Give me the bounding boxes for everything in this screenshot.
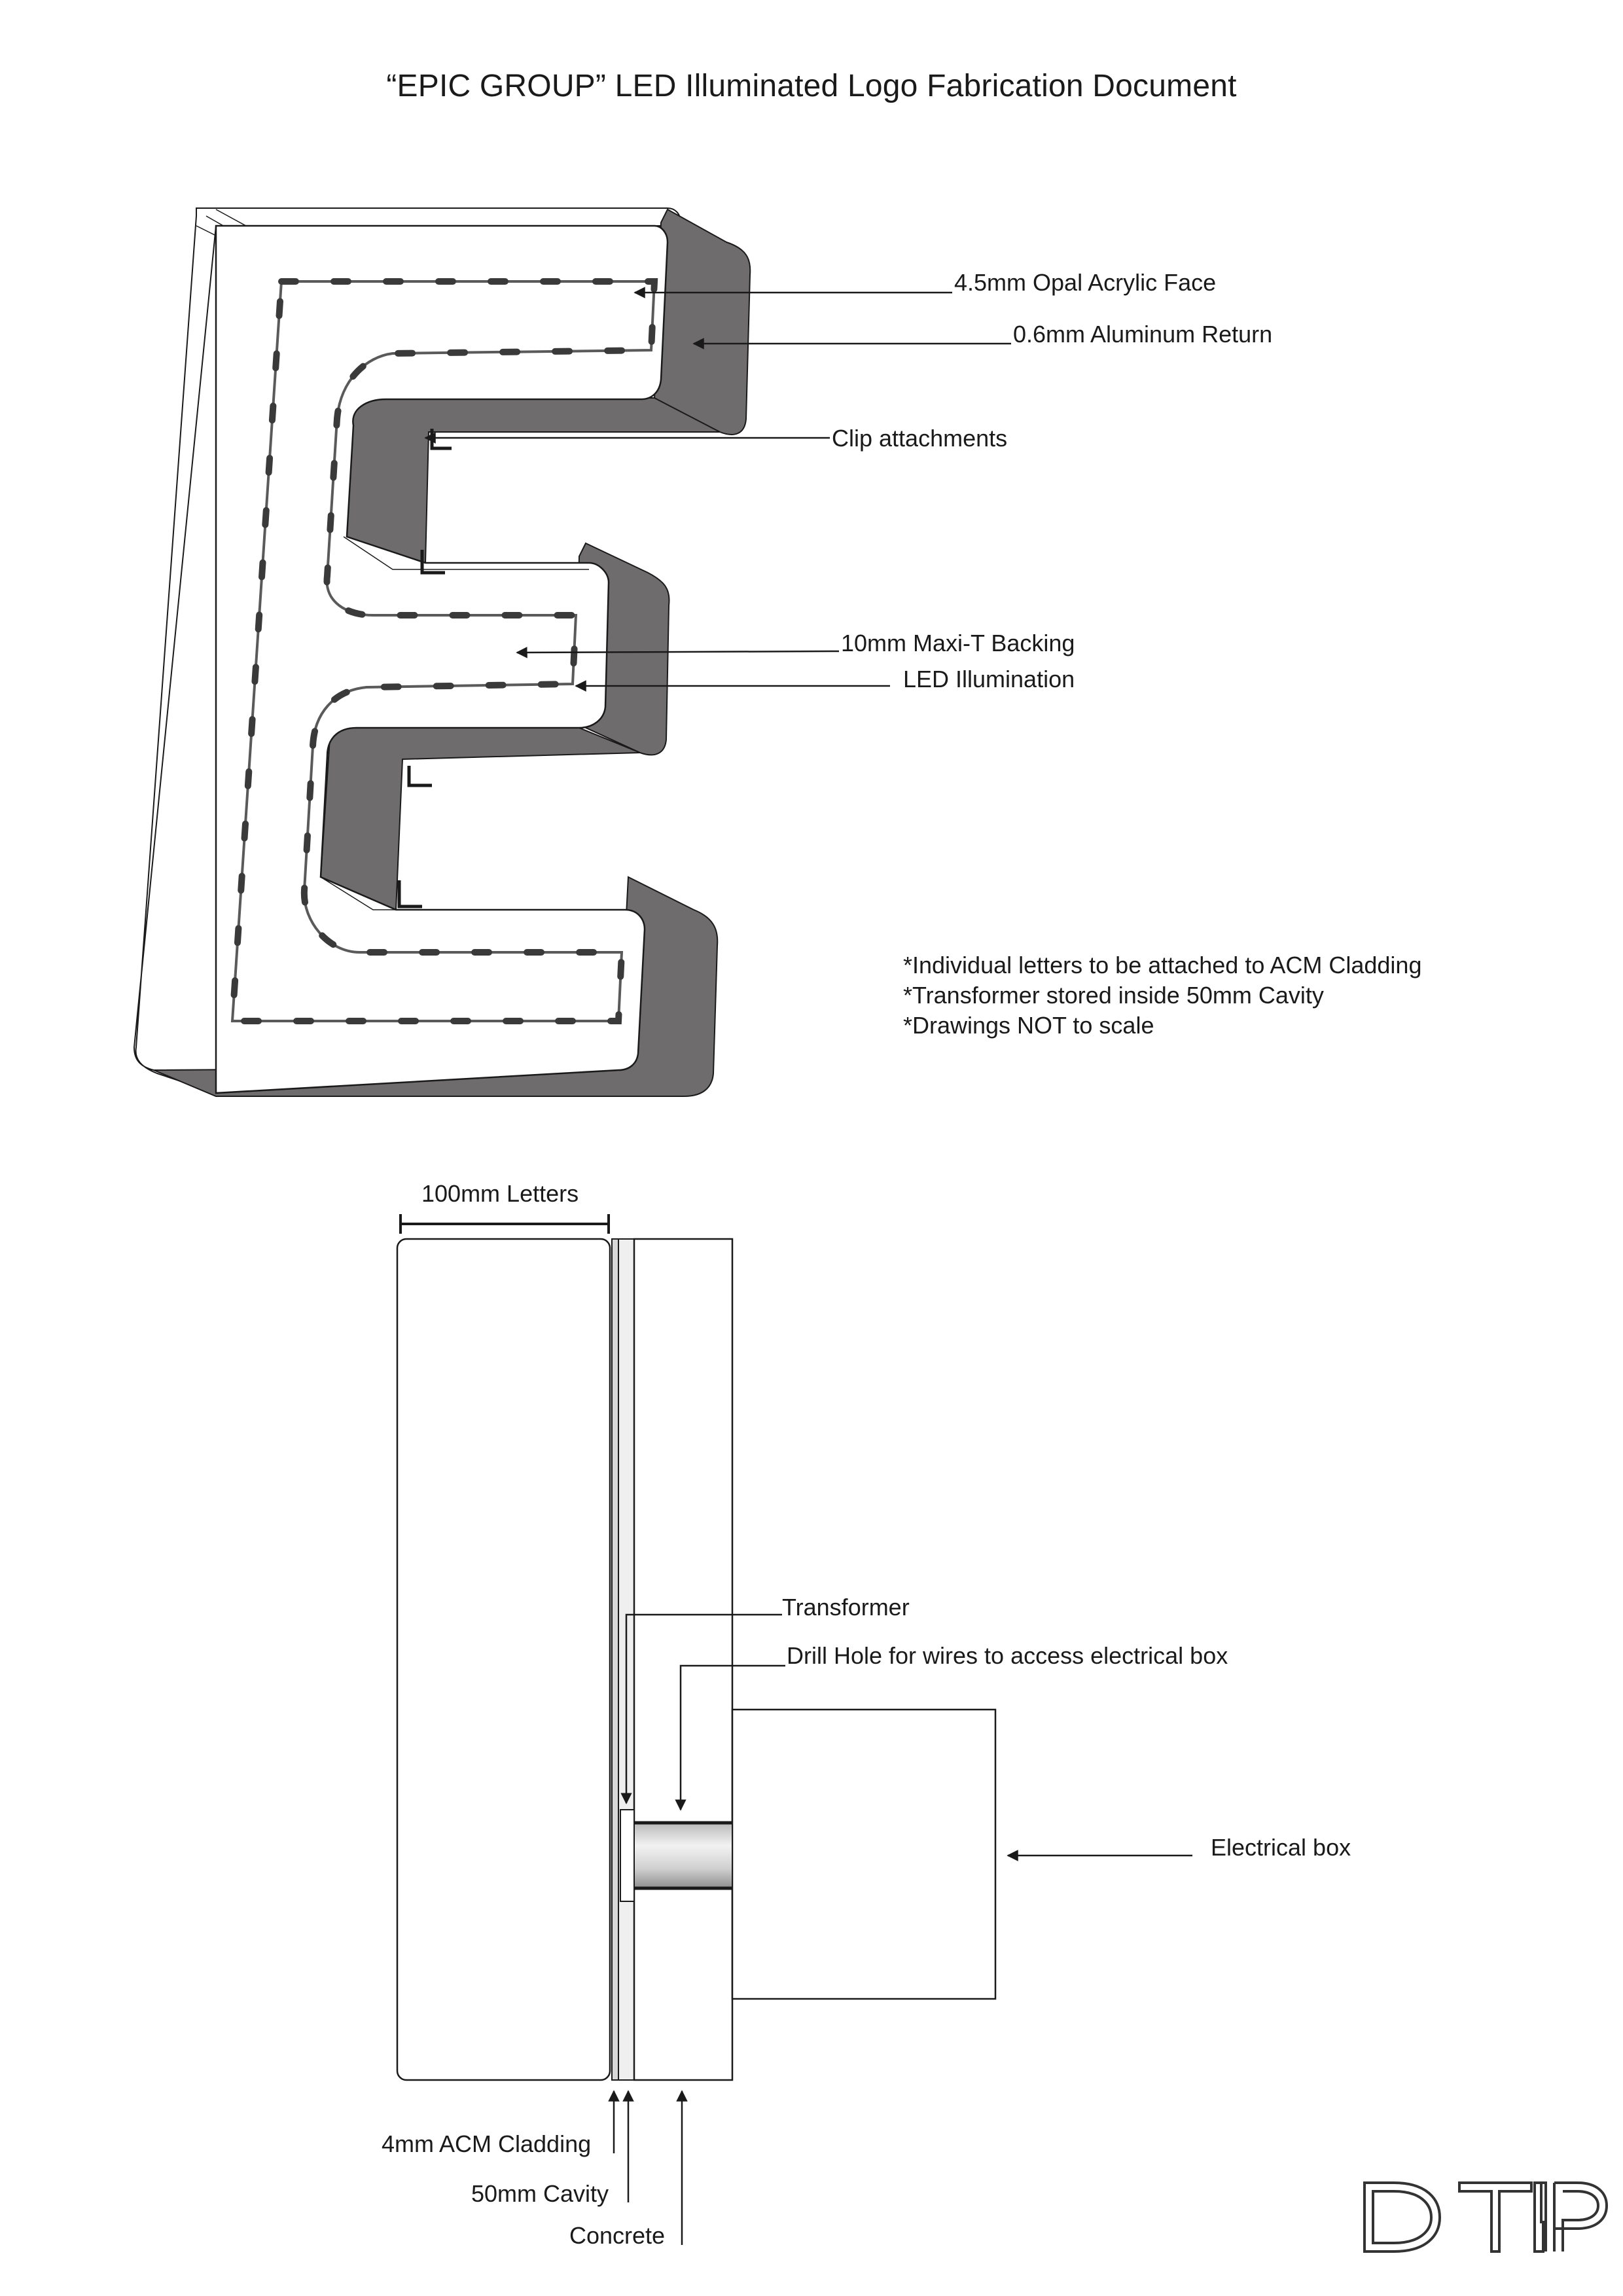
callout-acm-cladding: 4mm ACM Cladding	[382, 2130, 592, 2157]
concrete-section	[633, 1238, 734, 2081]
dimension-label: 100mm Letters	[421, 1180, 579, 1207]
callout-electrical-box: Electrical box	[1211, 1834, 1351, 1861]
callout-drill-hole: Drill Hole for wires to access electrica…	[787, 1642, 1228, 1669]
return-top-arm	[653, 208, 751, 435]
dimension-line	[399, 1214, 610, 1234]
note-transformer-cavity: *Transformer stored inside 50mm Cavity	[903, 982, 1324, 1009]
callout-concrete: Concrete	[569, 2222, 666, 2249]
document-title: “EPIC GROUP” LED Illuminated Logo Fabric…	[386, 69, 1237, 103]
callout-aluminum-return: 0.6mm Aluminum Return	[1013, 321, 1273, 348]
callout-led-illumination: LED Illumination	[903, 666, 1075, 692]
clip-attachment-3	[407, 766, 432, 787]
return-inner-bottom	[319, 725, 641, 911]
callout-transformer: Transformer	[782, 1594, 910, 1621]
opal-acrylic-face	[215, 224, 669, 1094]
leader-transformer	[620, 1613, 782, 1804]
note-acm-cladding: *Individual letters to be attached to AC…	[903, 952, 1422, 978]
callout-maxi-t-backing: 10mm Maxi-T Backing	[841, 630, 1075, 656]
note-not-to-scale: *Drawings NOT to scale	[903, 1012, 1154, 1039]
clip-attachment-4	[397, 880, 422, 908]
electrical-box-section	[731, 1708, 997, 2000]
return-bottom-arm	[153, 876, 719, 1097]
leader-maxi-t-backing	[516, 647, 840, 658]
callout-clip-attachments: Clip attachments	[832, 425, 1008, 452]
acm-cladding-section	[611, 1238, 619, 2081]
clip-attachment-2	[420, 550, 445, 575]
face-inner-edges	[320, 536, 625, 910]
drill-hole-edges	[634, 1821, 732, 1890]
drill-hole-section	[633, 1822, 733, 1889]
leader-drill-hole	[675, 1664, 785, 1811]
dtp-logo	[1363, 2181, 1609, 2253]
transformer-section	[620, 1809, 635, 1902]
letter-section	[396, 1238, 611, 2081]
return-inner-top	[342, 397, 721, 564]
letter-side-panel	[133, 207, 681, 1094]
callout-cavity: 50mm Cavity	[471, 2180, 609, 2207]
led-modules	[228, 278, 658, 1024]
callout-acrylic-face: 4.5mm Opal Acrylic Face	[954, 269, 1217, 296]
